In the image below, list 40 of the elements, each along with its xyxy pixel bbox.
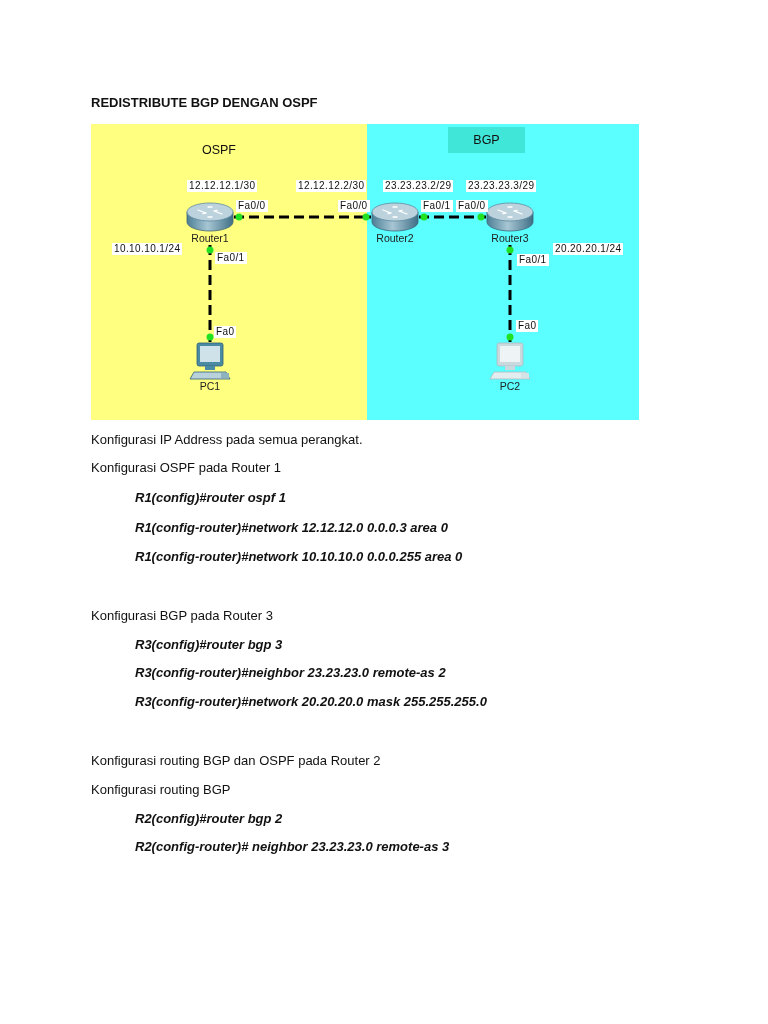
- device-name: PC2: [498, 380, 522, 393]
- command-text: R2(config)#router bgp 2: [135, 811, 283, 827]
- port-label: Fa0/0: [236, 200, 268, 212]
- ip-address-label: 20.20.20.1/24: [553, 243, 624, 255]
- device-name: Router1: [190, 232, 230, 245]
- command-text: R1(config-router)#network 12.12.12.0 0.0.0.3 area 0: [135, 520, 448, 536]
- connection-line: [508, 245, 512, 342]
- zone-label: OSPF: [200, 142, 237, 159]
- port-label: Fa0/0: [338, 200, 370, 212]
- connection-line: [419, 215, 486, 219]
- port-label: Fa0/1: [517, 254, 549, 266]
- ip-address-label: 23.23.23.3/29: [466, 180, 537, 192]
- connection-line: [234, 215, 371, 219]
- instruction-text: Konfigurasi OSPF pada Router 1: [91, 460, 282, 476]
- command-text: R3(config-router)#neighbor 23.23.23.0 remote-as 2: [135, 665, 446, 681]
- device-name: Router2: [375, 232, 415, 245]
- port-label: Fa0: [214, 326, 237, 338]
- port-label: Fa0/1: [421, 200, 453, 212]
- command-text: R3(config)#router bgp 3: [135, 637, 283, 653]
- ip-address-label: 12.12.12.1/30: [187, 180, 258, 192]
- device-name: PC1: [198, 380, 222, 393]
- port-label: Fa0: [516, 320, 539, 332]
- command-text: R1(config-router)#network 10.10.10.0 0.0.0.255 area 0: [135, 549, 463, 565]
- instruction-text: Konfigurasi routing BGP dan OSPF pada Router 2: [91, 753, 381, 769]
- ip-address-label: 23.23.23.2/29: [383, 180, 454, 192]
- instruction-text: Konfigurasi BGP pada Router 3: [91, 608, 273, 624]
- zone-panel: [91, 124, 367, 420]
- ip-address-label: 10.10.10.1/24: [112, 243, 183, 255]
- port-label: Fa0/1: [215, 252, 247, 264]
- zone-label: BGP: [448, 127, 525, 153]
- connection-line: [208, 245, 212, 342]
- instruction-text: Konfigurasi IP Address pada semua perangkat.: [91, 432, 363, 448]
- device-name: Router3: [490, 232, 530, 245]
- ip-address-label: 12.12.12.2/30: [296, 180, 367, 192]
- port-label: Fa0/0: [456, 200, 488, 212]
- page-title: REDISTRIBUTE BGP DENGAN OSPF: [91, 95, 318, 111]
- command-text: R1(config)#router ospf 1: [135, 490, 286, 506]
- instruction-text: Konfigurasi routing BGP: [91, 782, 231, 798]
- command-text: R3(config-router)#network 20.20.20.0 mask 255.255.255.0: [135, 694, 487, 710]
- command-text: R2(config-router)# neighbor 23.23.23.0 remote-as 3: [135, 839, 450, 855]
